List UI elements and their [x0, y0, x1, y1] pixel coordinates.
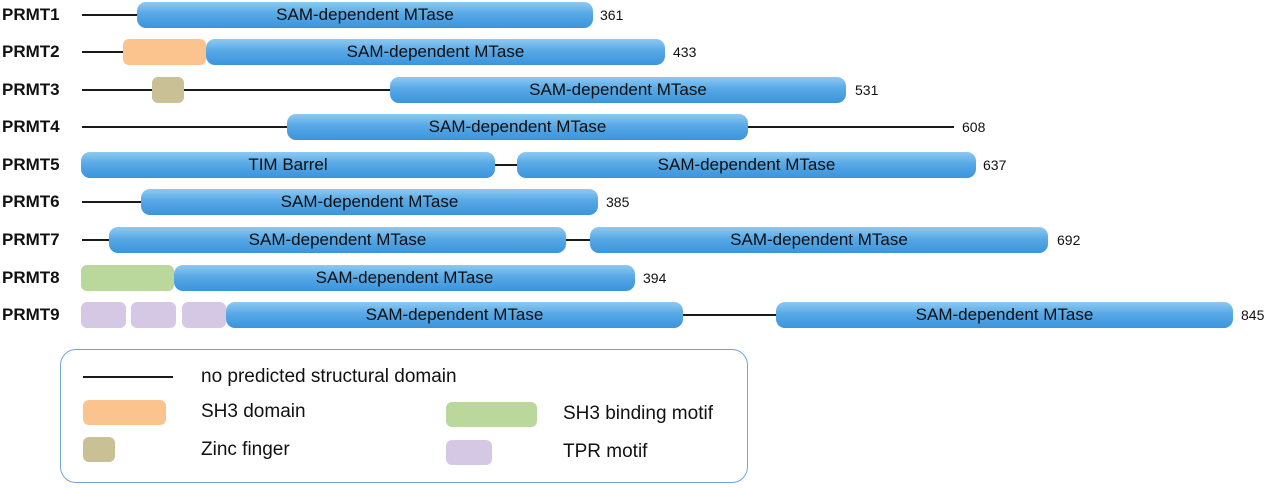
protein-length: 394 [643, 270, 667, 286]
protein-label: PRMT4 [2, 117, 60, 136]
domain-box-sh3_binding [81, 265, 174, 291]
domain-box-mtase: SAM-dependent MTase [517, 152, 976, 178]
domain-box-mtase: SAM-dependent MTase [141, 189, 598, 215]
backbone-line [495, 164, 517, 166]
protein-label: PRMT7 [2, 230, 60, 249]
protein-length: 361 [600, 7, 624, 23]
legend-box [60, 349, 748, 483]
domain-box-mtase: SAM-dependent MTase [390, 77, 846, 103]
domain-box-mtase: SAM-dependent MTase [109, 227, 566, 253]
protein-label: PRMT6 [2, 192, 60, 211]
backbone-line [82, 14, 137, 16]
domain-box-mtase: SAM-dependent MTase [137, 2, 593, 28]
domain-box-tpr [131, 302, 176, 328]
domain-box-mtase: SAM-dependent MTase [287, 114, 748, 140]
legend-label: Zinc finger [201, 439, 290, 460]
protein-label: PRMT9 [2, 305, 60, 324]
domain-box-mtase: SAM-dependent MTase [174, 265, 635, 291]
backbone-line [82, 51, 123, 53]
backbone-line [82, 201, 141, 203]
domain-box-tim: TIM Barrel [81, 152, 495, 178]
backbone-line [82, 126, 287, 128]
legend-label: TPR motif [563, 441, 648, 462]
protein-length: 845 [1241, 307, 1265, 323]
protein-length: 433 [673, 44, 697, 60]
domain-box-mtase: SAM-dependent MTase [776, 302, 1233, 328]
domain-box-zinc [152, 77, 184, 103]
legend-label: no predicted structural domain [201, 366, 457, 387]
backbone-line [748, 126, 954, 128]
protein-label: PRMT8 [2, 268, 60, 287]
protein-label: PRMT3 [2, 80, 60, 99]
domain-box-tpr [182, 302, 226, 328]
protein-length: 385 [606, 194, 630, 210]
backbone-line [683, 314, 776, 316]
domain-box-sh3 [123, 39, 206, 65]
legend-label: SH3 domain [201, 401, 306, 422]
domain-box-mtase: SAM-dependent MTase [590, 227, 1048, 253]
domain-box-tpr [81, 302, 126, 328]
backbone-line [566, 239, 590, 241]
protein-label: PRMT2 [2, 42, 60, 61]
legend-swatch-line [83, 376, 173, 378]
backbone-line [184, 89, 390, 91]
protein-length: 637 [983, 157, 1007, 173]
legend-swatch-tpr [446, 440, 492, 465]
domain-box-mtase: SAM-dependent MTase [206, 39, 665, 65]
protein-length: 531 [855, 82, 879, 98]
backbone-line [82, 89, 152, 91]
domain-box-mtase: SAM-dependent MTase [226, 302, 683, 328]
protein-length: 608 [962, 119, 986, 135]
legend-label: SH3 binding motif [563, 403, 713, 424]
legend-swatch-zinc [83, 437, 115, 462]
legend-swatch-sh3 [83, 400, 166, 425]
protein-label: PRMT5 [2, 155, 60, 174]
protein-length: 692 [1057, 232, 1081, 248]
legend-swatch-sh3_binding [446, 402, 537, 427]
protein-label: PRMT1 [2, 5, 60, 24]
backbone-line [82, 239, 109, 241]
